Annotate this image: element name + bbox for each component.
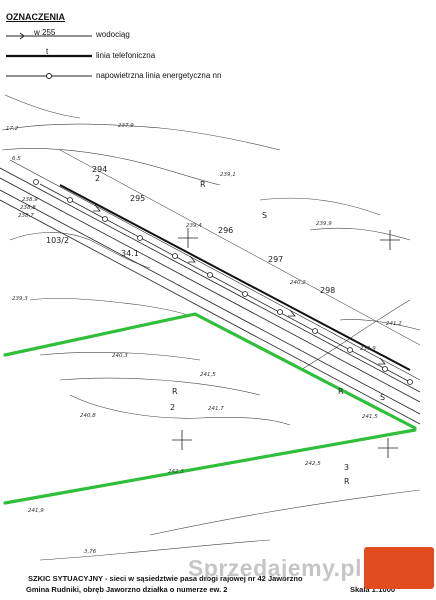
plot-label: 294 (92, 165, 107, 174)
elevation-label: 239,1 (220, 172, 236, 178)
footer-scale: Skala 1:1000 (350, 585, 396, 594)
plot-numbers: 294 2 295 296 297 298 34.1 103/2 R S R 2… (46, 165, 385, 486)
plot-label: R (200, 180, 206, 189)
elevation-label: 241,5 (362, 414, 378, 420)
legend-power-label: napowietrzna linia energetyczna nn (96, 71, 222, 80)
plot-label: 297 (268, 255, 283, 264)
elevation-label: 240,2 (290, 280, 306, 286)
survey-crosses (172, 228, 400, 458)
plot-label: 3 (344, 463, 349, 472)
footer-title: SZKIC SYTUACYJNY - sieci w sąsiedztwie p… (28, 574, 303, 583)
plot-label: 298 (320, 286, 335, 295)
elevation-label: 242,5 (305, 461, 321, 467)
watermark-text: Sprzedajemy.pl (187, 554, 362, 581)
plot-label: 296 (218, 226, 233, 235)
elevation-label: 239,4 (186, 223, 202, 229)
elevation-label: 239,9 (360, 346, 376, 352)
power-poles (33, 179, 413, 385)
plot-label: 103/2 (46, 236, 69, 245)
elevation-label: 17,2 (6, 126, 19, 132)
phone-line (59, 184, 411, 371)
elevation-label: 241,9 (28, 508, 44, 514)
terrain-lines (1, 94, 421, 561)
elevation-label: 6,5 (12, 156, 21, 162)
plot-label: R (344, 477, 350, 486)
legend-phone-code: t (46, 47, 49, 56)
elevation-label: 3,76 (84, 549, 97, 555)
legend-water-symbol (6, 32, 92, 40)
watermark: Sprzedajemy.pl (188, 544, 434, 592)
legend-power-symbol (6, 73, 92, 79)
footer-location: Gmina Rudniki, obręb Jaworzno działka o … (26, 585, 228, 594)
plot-label: R (338, 387, 344, 396)
elevation-label: 241,7 (208, 406, 224, 412)
elevation-label: 239,9 (316, 221, 332, 227)
elevation-marks: 237,9 239,1 239,4 239,9 240,2 241,2 240,… (6, 123, 402, 555)
plot-label: S (380, 393, 385, 402)
legend-water-label: wodociąg (96, 30, 130, 39)
elevation-label: 238,8 (20, 205, 36, 211)
watermark-logo-icon (364, 547, 434, 589)
plot-label: 34.1 (121, 249, 139, 258)
water-line-arrows (93, 204, 386, 365)
elevation-label: 241,5 (200, 372, 216, 378)
plot-label: 295 (130, 194, 145, 203)
elevation-label: 241,2 (386, 321, 402, 327)
elevation-label: 238,9 (22, 197, 38, 203)
elevation-label: 237,9 (118, 123, 134, 129)
plot-label: 2 (95, 174, 100, 183)
legend-water-code: w 255 (34, 28, 56, 37)
parcel-boundary (3, 312, 417, 505)
legend-title: OZNACZENIA (6, 12, 65, 22)
elevation-label: 240,8 (80, 413, 96, 419)
elevation-label: 242,3 (168, 469, 184, 475)
plot-label: 2 (170, 403, 175, 412)
plot-label: R (172, 387, 178, 396)
plot-label: S (262, 211, 267, 220)
elevation-label: 240,3 (112, 353, 128, 359)
elevation-label: 239,3 (12, 296, 28, 302)
road-corridor (0, 149, 421, 425)
legend-phone-label: linia telefoniczna (96, 51, 156, 60)
elevation-label: 238,7 (18, 213, 34, 219)
